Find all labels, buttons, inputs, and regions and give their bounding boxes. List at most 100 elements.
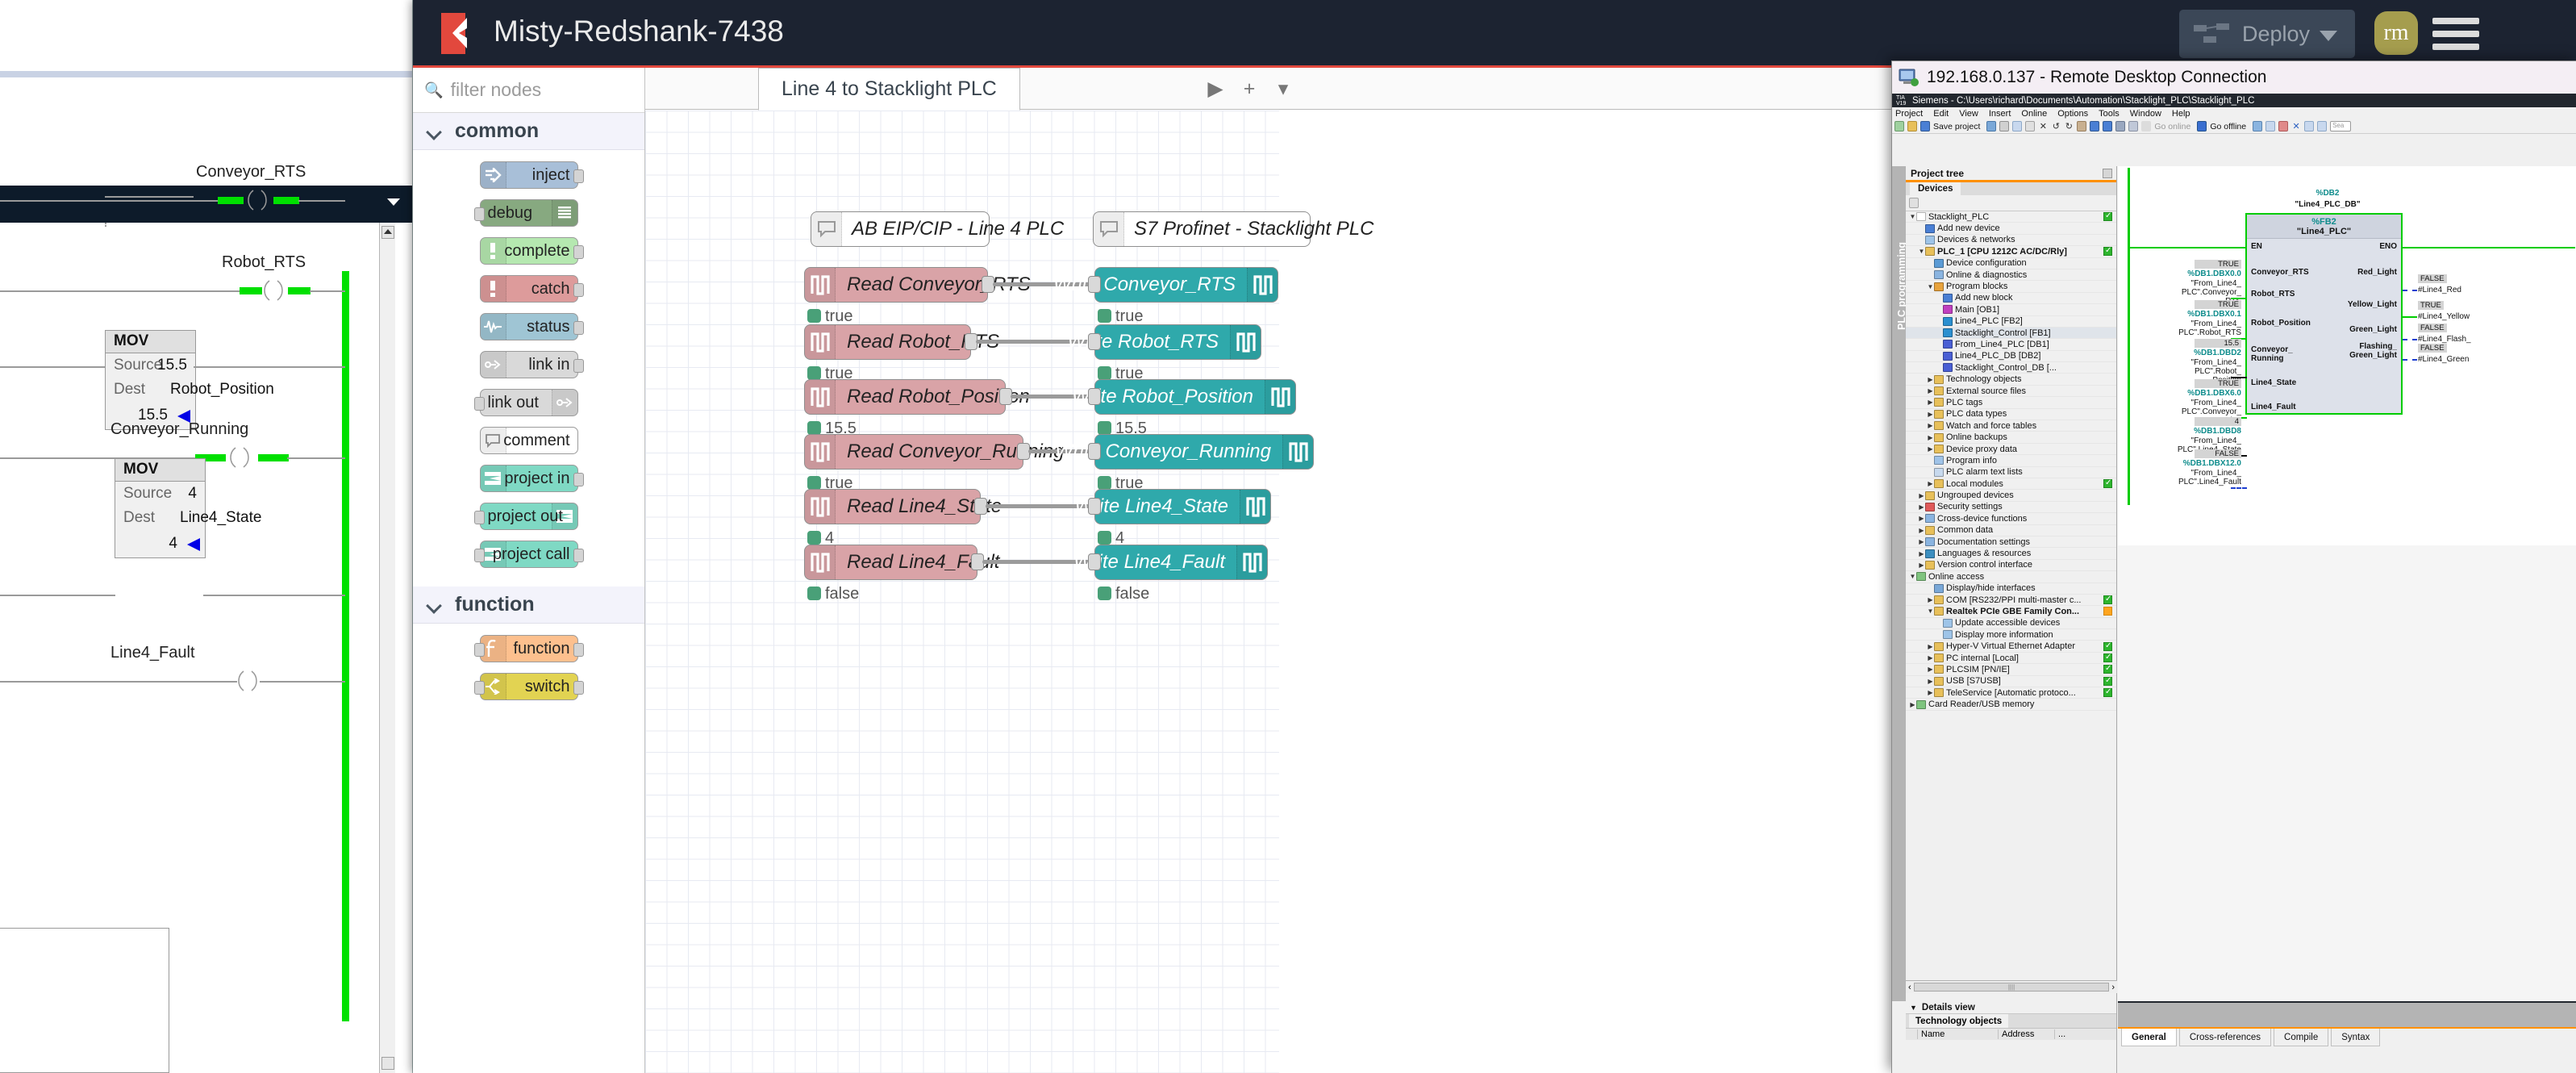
palette-node-switch[interactable]: switch xyxy=(473,673,584,700)
function-block[interactable]: %FB2 "Line4_PLC" EN ENO Conveyor_RTS Rob… xyxy=(2245,213,2403,415)
diagnostics-icon[interactable] xyxy=(2253,121,2263,132)
write-node[interactable]: Write Line4_State xyxy=(1074,489,1271,524)
node-output-port[interactable] xyxy=(573,283,584,297)
expand-arrow-icon[interactable]: ▶ xyxy=(1919,549,1924,557)
rdp-titlebar[interactable]: 192.168.0.137 - Remote Desktop Connectio… xyxy=(1892,61,2576,94)
tab-technology-objects[interactable]: Technology objects xyxy=(1909,1014,2009,1028)
tree-filter-icon[interactable] xyxy=(1909,198,1919,208)
tree-item[interactable]: Line4_PLC [FB2] xyxy=(1906,316,2116,328)
palette-node-status[interactable]: status xyxy=(479,313,584,340)
expand-arrow-icon[interactable]: ▶ xyxy=(1928,666,1933,674)
start-sim-icon[interactable] xyxy=(2115,121,2126,132)
write-node[interactable]: Write Robot_Position xyxy=(1072,379,1296,415)
expand-arrow-icon[interactable]: ▶ xyxy=(1928,422,1933,430)
download-icon[interactable] xyxy=(2090,121,2100,132)
palette-category-function[interactable]: function xyxy=(413,587,644,624)
tree-item[interactable]: ▼Online access xyxy=(1906,571,2116,583)
add-flow-button[interactable]: + xyxy=(1243,77,1256,100)
tree-item[interactable]: ▶Device proxy data xyxy=(1906,444,2116,456)
tree-item[interactable]: ▼Program blocks xyxy=(1906,281,2116,293)
read-node[interactable]: Read Conveyor_RTS xyxy=(804,267,1031,303)
node-input-port[interactable] xyxy=(473,207,485,221)
operand-tag[interactable]: "From_Line4_ PLC".Robot_RTS xyxy=(2178,319,2241,337)
write-node-input-port[interactable] xyxy=(1088,498,1101,515)
tree-item[interactable]: ▶COM [RS232/PPI multi-master c... xyxy=(1906,595,2116,607)
expand-arrow-icon[interactable]: ▶ xyxy=(1928,654,1933,662)
search-input[interactable]: 🔍 filter nodes xyxy=(413,68,644,113)
expand-arrow-icon[interactable]: ▶ xyxy=(1919,503,1924,511)
chevron-down-icon[interactable]: ▼ xyxy=(1910,1003,1917,1012)
node-output-port[interactable] xyxy=(573,473,584,486)
delete-icon[interactable]: ✕ xyxy=(2038,121,2049,132)
mov-block[interactable]: MOV Source 15.5 Dest Robot_Position 15.5 xyxy=(105,330,274,430)
tree-item[interactable]: ▶Online backups xyxy=(1906,432,2116,444)
bottom-tab-general[interactable]: General xyxy=(2121,1029,2177,1046)
save-icon[interactable] xyxy=(1920,121,1930,132)
close-all-icon[interactable]: ✕ xyxy=(2291,121,2302,132)
tree-item[interactable]: ▶Documentation settings xyxy=(1906,536,2116,549)
split-vertical-icon[interactable] xyxy=(2317,121,2328,132)
tree-item[interactable]: Program info xyxy=(1906,455,2116,467)
open-project-icon[interactable] xyxy=(1907,121,1917,132)
scroll-thumb[interactable]: |||| xyxy=(1913,983,2110,992)
tree-item[interactable]: ▶Languages & resources xyxy=(1906,548,2116,560)
expand-arrow-icon[interactable]: ▶ xyxy=(1928,689,1933,697)
node-input-port[interactable] xyxy=(473,643,485,657)
write-node-input-port[interactable] xyxy=(1088,333,1101,350)
paste-icon[interactable] xyxy=(2025,121,2036,132)
print-icon[interactable] xyxy=(1986,121,1997,132)
expand-arrow-icon[interactable]: ▶ xyxy=(1928,375,1933,383)
menu-help[interactable]: Help xyxy=(2171,108,2190,119)
write-node[interactable]: Write Conveyor_RTS xyxy=(1053,267,1278,303)
write-node-input-port[interactable] xyxy=(1088,553,1101,570)
read-node[interactable]: Read Line4_State xyxy=(804,489,1002,524)
comment-node[interactable]: S7 Profinet - Stacklight PLC xyxy=(1093,211,1373,247)
go-offline-label[interactable]: Go offline xyxy=(2210,121,2247,132)
expand-arrow-icon[interactable]: ▼ xyxy=(1909,213,1916,221)
write-node-input-port[interactable] xyxy=(1088,388,1101,405)
flow-menu-button[interactable]: ▾ xyxy=(1278,77,1289,100)
palette-node-complete[interactable]: complete xyxy=(479,237,584,265)
tree-item[interactable]: ▶Local modules xyxy=(1906,478,2116,491)
tree-item[interactable]: Stacklight_Control [FB1] xyxy=(1906,327,2116,340)
tree-item[interactable]: Device configuration xyxy=(1906,258,2116,269)
expand-arrow-icon[interactable]: ▶ xyxy=(1919,515,1924,523)
tree-item[interactable]: Online & diagnostics xyxy=(1906,269,2116,282)
tree-item[interactable]: ▶Technology objects xyxy=(1906,374,2116,386)
expand-arrow-icon[interactable]: ▶ xyxy=(1928,410,1933,418)
expand-arrow-icon[interactable]: ▼ xyxy=(1918,248,1925,256)
tree-item[interactable]: Main [OB1] xyxy=(1906,304,2116,316)
tree-item[interactable]: ▼Realtek PCIe GBE Family Con... xyxy=(1906,606,2116,618)
palette-node-project-out[interactable]: project out xyxy=(473,503,578,530)
chevron-down-icon[interactable] xyxy=(2320,31,2337,41)
read-node[interactable]: Read Robot_RTS xyxy=(804,324,999,360)
operand-tag[interactable]: #Line4_Yellow xyxy=(2418,312,2470,321)
expand-arrow-icon[interactable]: ▶ xyxy=(1928,596,1933,604)
menu-edit[interactable]: Edit xyxy=(1933,108,1949,119)
node-output-port[interactable] xyxy=(573,245,584,259)
tree-item[interactable]: ▶Watch and force tables xyxy=(1906,420,2116,432)
avatar[interactable]: rm xyxy=(2374,11,2418,55)
node-input-port[interactable] xyxy=(473,549,485,562)
cut-icon[interactable] xyxy=(1999,121,2010,132)
tree-item[interactable]: ▼Stacklight_PLC xyxy=(1906,211,2116,223)
menu-online[interactable]: Online xyxy=(2021,108,2048,119)
palette-node-project-in[interactable]: project in xyxy=(479,465,584,492)
expand-arrow-icon[interactable]: ▼ xyxy=(1927,607,1934,616)
tree-item[interactable]: From_Line4_PLC [DB1] xyxy=(1906,339,2116,351)
palette-node-function[interactable]: function xyxy=(473,635,584,662)
menu-view[interactable]: View xyxy=(1959,108,1978,119)
expand-arrow-icon[interactable]: ▶ xyxy=(1928,445,1933,453)
palette-node-comment[interactable]: comment xyxy=(479,427,578,454)
tree-item[interactable]: Line4_PLC_DB [DB2] xyxy=(1906,351,2116,363)
compile-icon[interactable] xyxy=(2077,121,2087,132)
scroll-right-icon[interactable]: › xyxy=(2111,982,2115,992)
pin-icon[interactable] xyxy=(2103,168,2112,178)
menu-insert[interactable]: Insert xyxy=(1988,108,2011,119)
scroll-left-icon[interactable]: ‹ xyxy=(1908,982,1911,992)
palette-node-link-out[interactable]: link out xyxy=(473,389,578,416)
expand-arrow-icon[interactable]: ▶ xyxy=(1928,677,1933,685)
tree-item[interactable]: ▶TeleService [Automatic protoco... xyxy=(1906,687,2116,699)
tree-item[interactable]: ▶Hyper-V Virtual Ethernet Adapter xyxy=(1906,641,2116,653)
